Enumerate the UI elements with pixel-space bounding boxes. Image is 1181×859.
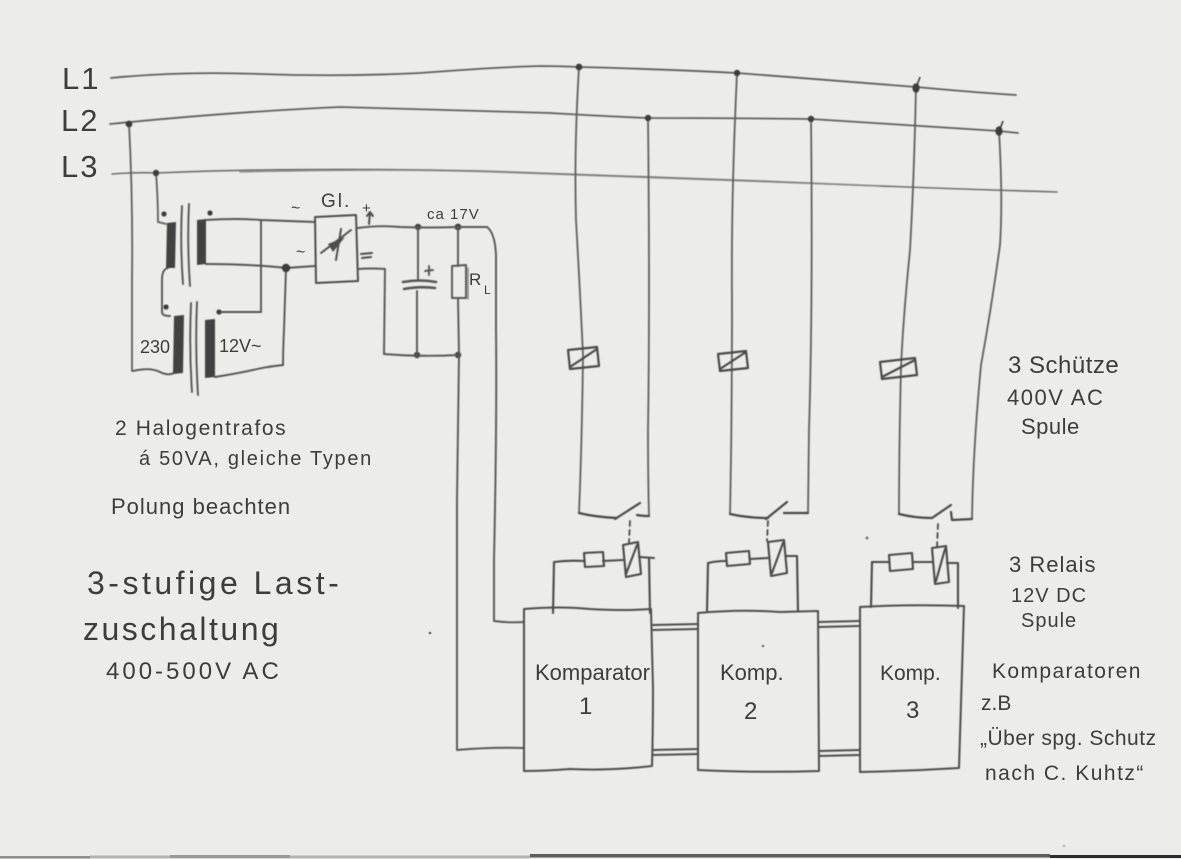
svg-text:z.B: z.B	[981, 692, 1011, 715]
svg-text:L3: L3	[61, 149, 99, 184]
svg-text:zuschaltung: zuschaltung	[83, 611, 281, 647]
svg-text:3: 3	[906, 697, 919, 724]
svg-text:Polung beachten: Polung beachten	[111, 494, 291, 519]
svg-text:3 Relais: 3 Relais	[1009, 552, 1096, 577]
svg-text:3-stufige Last-: 3-stufige Last-	[87, 565, 342, 601]
svg-text:230: 230	[140, 337, 170, 357]
svg-text:~: ~	[291, 200, 300, 217]
svg-text:~: ~	[296, 244, 305, 261]
svg-text:L: L	[484, 283, 491, 297]
svg-text:Komp.: Komp.	[880, 662, 941, 685]
svg-text:Spule: Spule	[1021, 414, 1080, 439]
svg-text:L1: L1	[62, 61, 100, 96]
svg-text:Gl.: Gl.	[321, 191, 351, 212]
svg-text:nach C. Kuhtz“: nach C. Kuhtz“	[985, 762, 1145, 785]
svg-text:1: 1	[579, 693, 592, 720]
svg-text:12V~: 12V~	[219, 336, 262, 356]
svg-text:ca 17V: ca 17V	[427, 206, 480, 223]
svg-text:Komparator: Komparator	[535, 660, 650, 685]
svg-text:3 Schütze: 3 Schütze	[1008, 352, 1119, 379]
svg-text:Spule: Spule	[1021, 610, 1077, 632]
svg-text:2 Halogentrafos: 2 Halogentrafos	[115, 417, 287, 440]
svg-text:2: 2	[744, 698, 757, 725]
svg-text:400V AC: 400V AC	[1007, 385, 1104, 410]
svg-text:„Über spg. Schutz: „Über spg. Schutz	[980, 727, 1157, 750]
svg-text:á 50VA, gleiche Typen: á 50VA, gleiche Typen	[139, 448, 373, 470]
svg-text:+: +	[362, 200, 371, 217]
svg-text:L2: L2	[61, 103, 99, 138]
svg-text:R: R	[469, 270, 481, 289]
svg-text:Komparatoren: Komparatoren	[992, 660, 1142, 683]
svg-text:12V DC: 12V DC	[1011, 585, 1087, 607]
svg-text:Komp.: Komp.	[720, 660, 784, 685]
svg-text:400-500V AC: 400-500V AC	[106, 658, 282, 685]
